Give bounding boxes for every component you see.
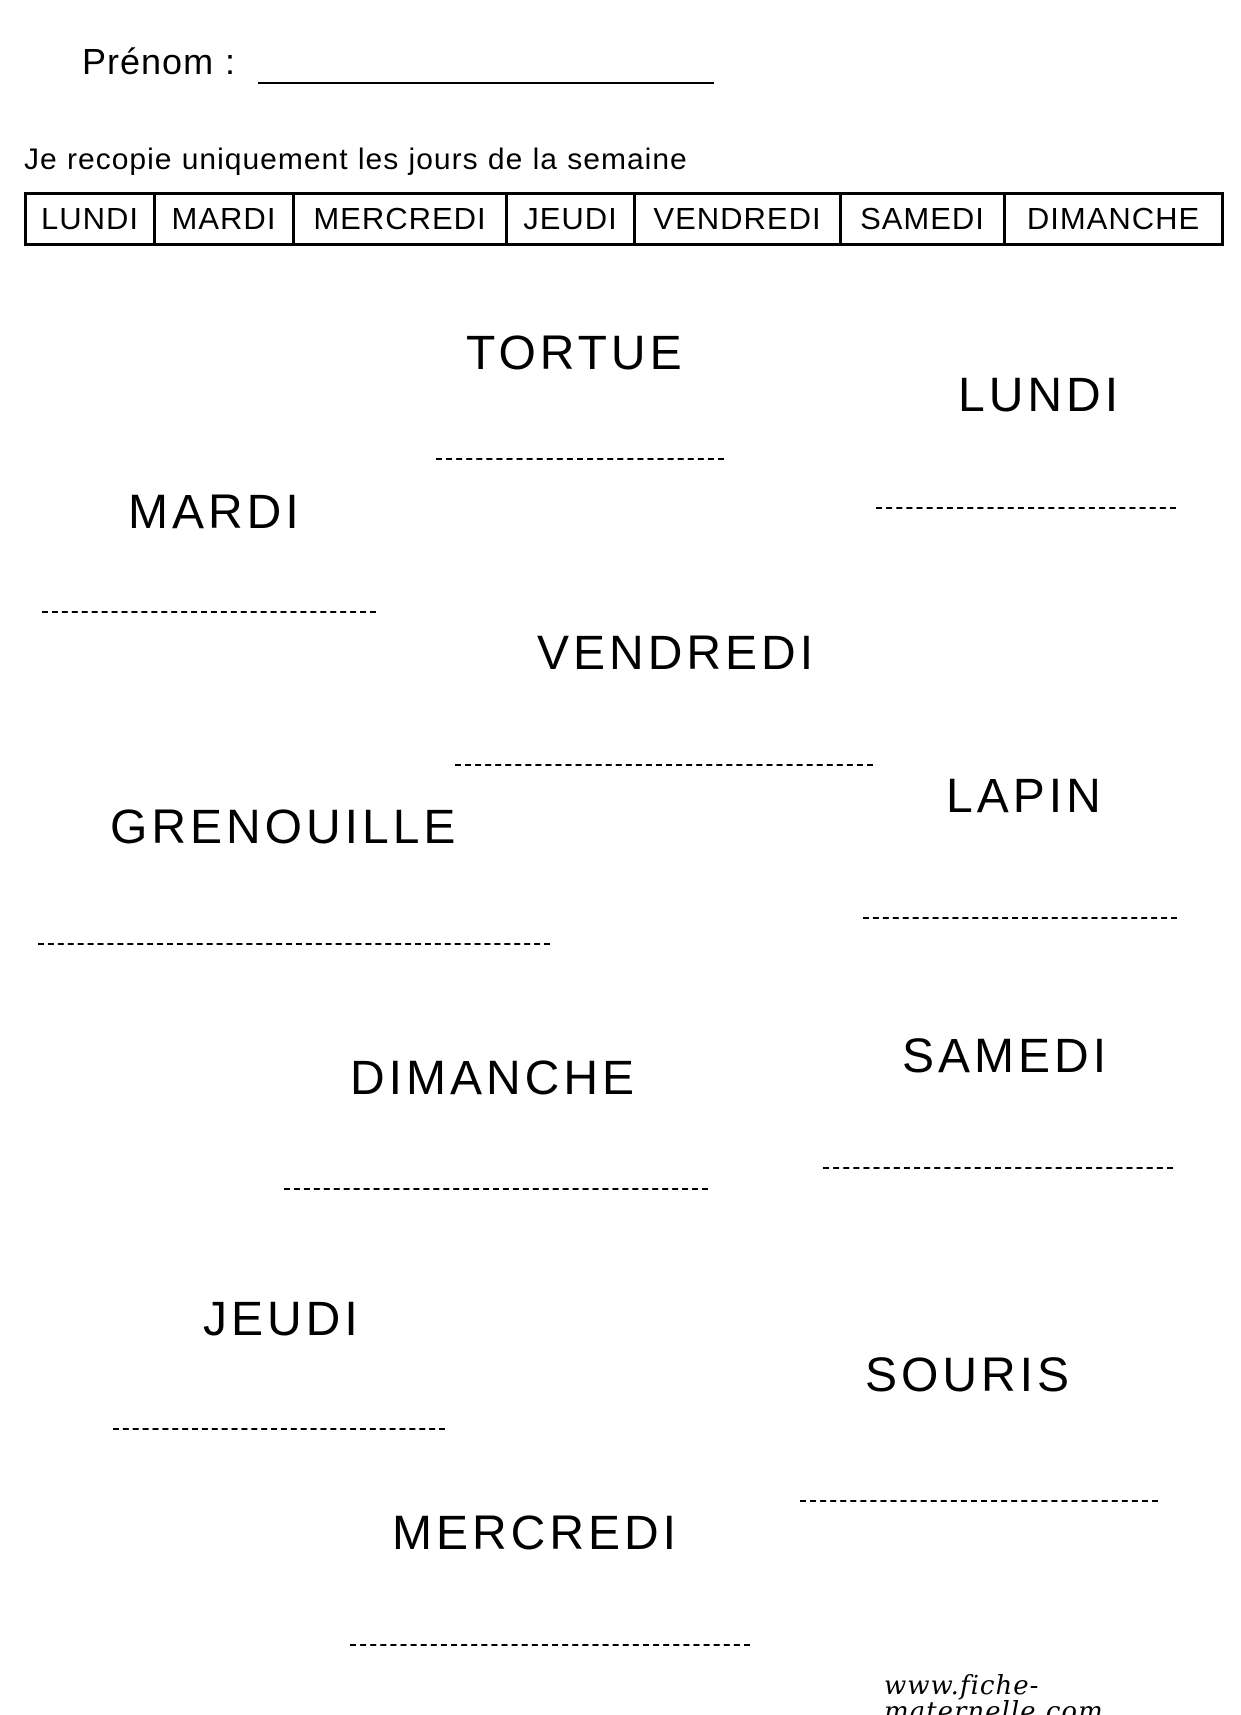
day-cell-vendredi: VENDREDI bbox=[636, 195, 842, 243]
copy-line-grenouille[interactable] bbox=[38, 943, 550, 945]
word-grenouille: GRENOUILLE bbox=[110, 801, 460, 854]
word-samedi: SAMEDI bbox=[902, 1030, 1111, 1083]
word-vendredi: VENDREDI bbox=[537, 627, 818, 680]
word-souris: SOURIS bbox=[865, 1349, 1074, 1402]
day-cell-samedi: SAMEDI bbox=[842, 195, 1006, 243]
prenom-write-line[interactable] bbox=[258, 82, 714, 84]
days-of-week-table: LUNDI MARDI MERCREDI JEUDI VENDREDI SAME… bbox=[24, 192, 1224, 246]
copy-line-dimanche[interactable] bbox=[284, 1188, 708, 1190]
day-cell-jeudi: JEUDI bbox=[508, 195, 636, 243]
copy-line-tortue[interactable] bbox=[436, 458, 724, 460]
word-lundi: LUNDI bbox=[958, 369, 1123, 422]
prenom-label: Prénom : bbox=[82, 41, 237, 82]
instruction-text: Je recopie uniquement les jours de la se… bbox=[24, 143, 688, 176]
copy-line-jeudi[interactable] bbox=[113, 1428, 445, 1430]
copy-line-mercredi[interactable] bbox=[350, 1644, 750, 1646]
word-mercredi: MERCREDI bbox=[392, 1507, 681, 1560]
copy-line-souris[interactable] bbox=[800, 1500, 1158, 1502]
copy-line-lapin[interactable] bbox=[863, 917, 1177, 919]
word-tortue: TORTUE bbox=[466, 327, 686, 380]
word-mardi: MARDI bbox=[128, 486, 303, 539]
day-cell-mercredi: MERCREDI bbox=[295, 195, 508, 243]
word-lapin: LAPIN bbox=[946, 770, 1105, 823]
day-cell-dimanche: DIMANCHE bbox=[1026, 201, 1201, 236]
copy-line-samedi[interactable] bbox=[823, 1167, 1173, 1169]
word-dimanche: DIMANCHE bbox=[350, 1052, 639, 1105]
copy-line-lundi[interactable] bbox=[876, 507, 1176, 509]
day-cell-mardi: MARDI bbox=[156, 195, 295, 243]
day-cell-lundi: LUNDI bbox=[27, 195, 156, 243]
copy-line-vendredi[interactable] bbox=[455, 764, 873, 766]
copy-line-mardi[interactable] bbox=[42, 611, 376, 613]
word-jeudi: JEUDI bbox=[203, 1293, 362, 1346]
website-watermark: www.fiche-maternelle.com bbox=[884, 1671, 1104, 1715]
